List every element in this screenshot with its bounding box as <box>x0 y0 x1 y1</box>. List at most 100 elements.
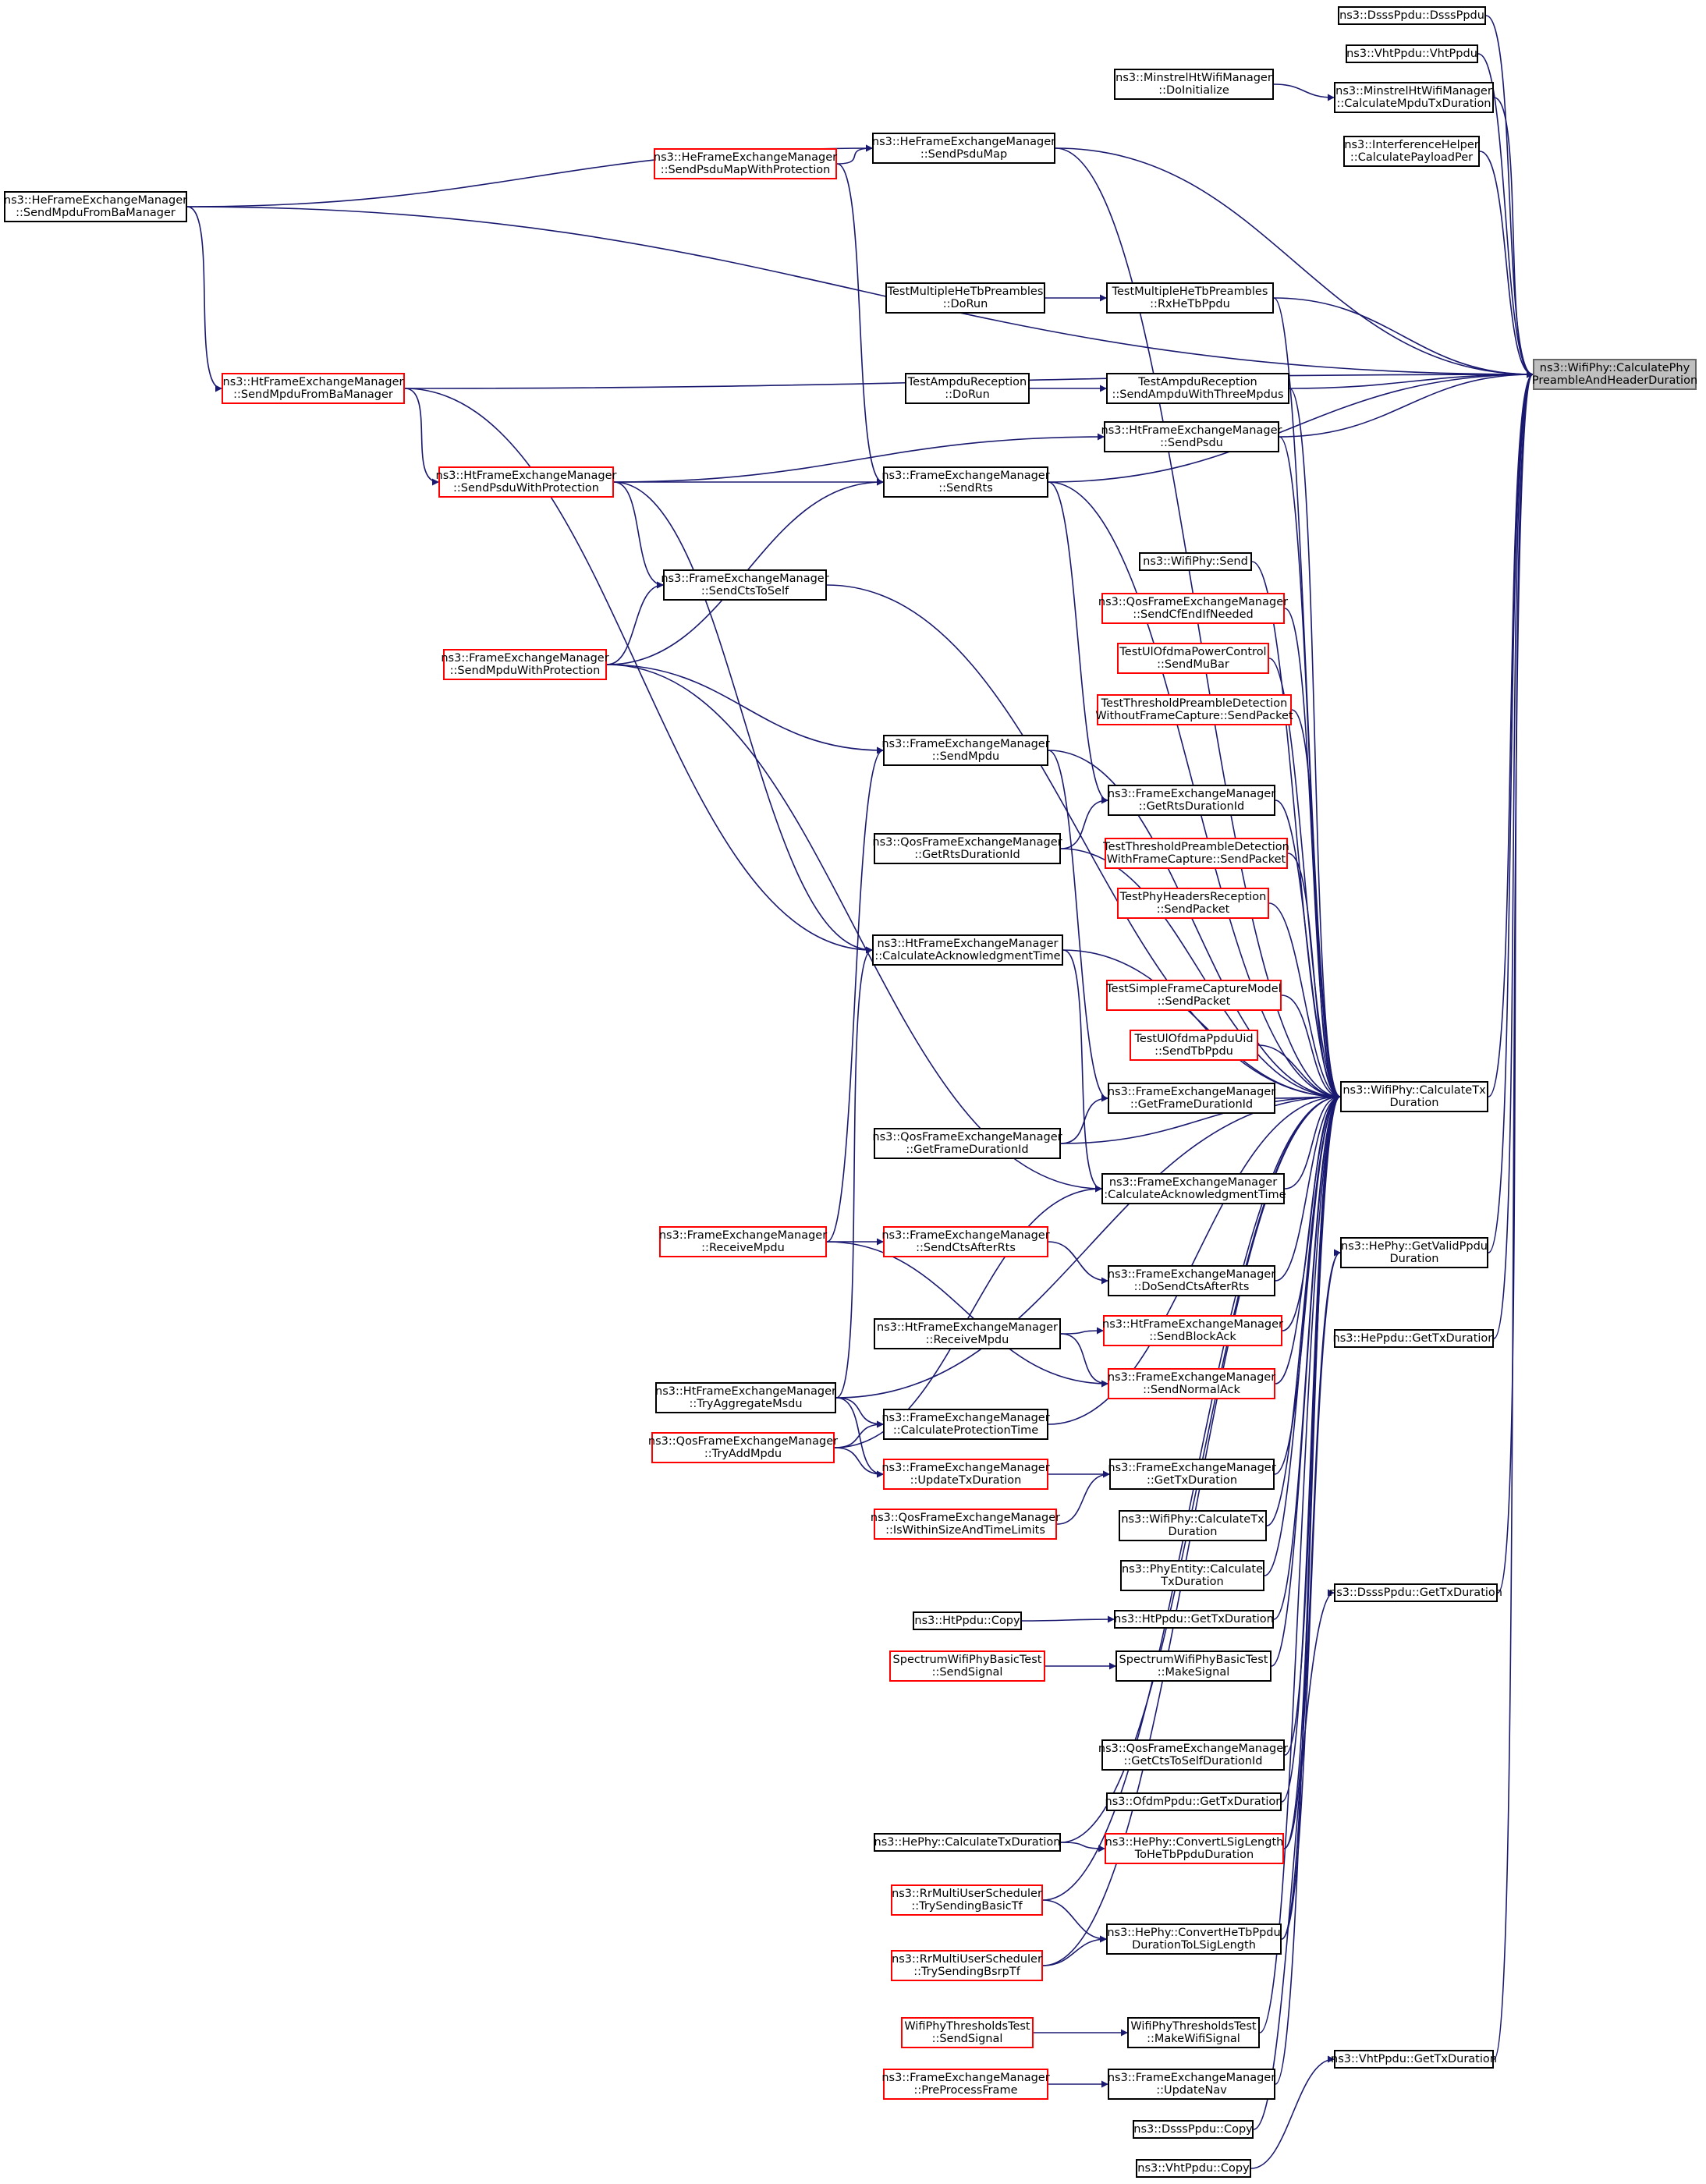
node-he-send-psdu-map-prot[interactable]: ns3::HeFrameExchangeManager::SendPsduMap… <box>654 148 837 179</box>
node-label-line: ns3::FrameExchangeManager <box>881 1462 1050 1474</box>
edge-htppdu-copy-to-htppdu-get-tx <box>1021 1615 1115 1623</box>
node-fem-get-tx[interactable]: ns3::FrameExchangeManager::GetTxDuration <box>1108 1459 1276 1490</box>
node-ht-try-aggr-msdu[interactable]: ns3::HtFrameExchangeManager::TryAggregat… <box>655 1382 836 1413</box>
node-fem-send-cts-self[interactable]: ns3::FrameExchangeManager::SendCtsToSelf <box>661 569 829 601</box>
node-fem-get-frame-dur[interactable]: ns3::FrameExchangeManager::GetFrameDurat… <box>1108 1083 1275 1114</box>
node-fem-preprocess[interactable]: ns3::FrameExchangeManager::PreProcessFra… <box>881 2069 1050 2100</box>
node-rr-basic-tf[interactable]: ns3::RrMultiUserScheduler::TrySendingBas… <box>891 1884 1043 1916</box>
edge-fem-send-mpdu-prot-to-fem-send-cts-self <box>606 581 664 665</box>
node-label-line: ::SendPsduWithProtection <box>452 482 599 495</box>
node-ht-send-psdu-prot[interactable]: ns3::HtFrameExchangeManager::SendPsduWit… <box>436 466 616 498</box>
node-label-line: ::TrySendingBasicTf <box>911 1900 1023 1913</box>
node-label-line: ::SendBlockAck <box>1149 1331 1236 1343</box>
node-dsss-ctor[interactable]: ns3::DsssPpdu::DsssPpdu <box>1338 6 1486 25</box>
edge-qos-try-add-mpdu-to-fem-calc-prot <box>834 1420 884 1448</box>
node-label-line: TestAmpduReception <box>907 376 1027 388</box>
node-qos-send-cfend[interactable]: ns3::QosFrameExchangeManager::SendCfEndI… <box>1098 593 1288 624</box>
node-dsssppdu-get-tx[interactable]: ns3::DsssPpdu::GetTxDuration <box>1329 1583 1502 1602</box>
node-htppdu-get-tx[interactable]: ns3::HtPpdu::GetTxDuration <box>1114 1610 1274 1629</box>
node-qos-get-rts-dur[interactable]: ns3::QosFrameExchangeManager::GetRtsDura… <box>872 833 1062 864</box>
node-fem-send-normal-ack[interactable]: ns3::FrameExchangeManager::SendNormalAck <box>1108 1368 1275 1399</box>
node-test-ul-mubar[interactable]: TestUlOfdmaPowerControl::SendMuBar <box>1117 643 1269 674</box>
node-label-line: ns3::HePhy::ConvertLSigLength <box>1105 1836 1284 1849</box>
node-test-phy-headers[interactable]: TestPhyHeadersReception::SendPacket <box>1117 888 1269 919</box>
node-spectrum-send-signal[interactable]: SpectrumWifiPhyBasicTest::SendSignal <box>889 1650 1045 1682</box>
node-fem-do-send-cts[interactable]: ns3::FrameExchangeManager::DoSendCtsAfte… <box>1108 1265 1275 1296</box>
node-label-line: TestUlOfdmaPowerControl <box>1119 646 1267 658</box>
node-thr-make-signal[interactable]: WifiPhyThresholdsTest::MakeWifiSignal <box>1127 2017 1260 2048</box>
node-label-line: ns3::HePpdu::GetTxDuration <box>1332 1332 1495 1345</box>
node-ofdmppdu-get-tx[interactable]: ns3::OfdmPpdu::GetTxDuration <box>1105 1792 1282 1811</box>
node-ht-receive-mpdu[interactable]: ns3::HtFrameExchangeManager::ReceiveMpdu <box>874 1318 1061 1349</box>
node-ht-send-block-ack[interactable]: ns3::HtFrameExchangeManager::SendBlockAc… <box>1102 1315 1283 1346</box>
node-fem-receive-mpdu[interactable]: ns3::FrameExchangeManager::ReceiveMpdu <box>659 1226 827 1257</box>
node-fem-send-cts-after-rts[interactable]: ns3::FrameExchangeManager::SendCtsAfterR… <box>881 1226 1050 1257</box>
node-qos-within-limits[interactable]: ns3::QosFrameExchangeManager::IsWithinSi… <box>871 1509 1060 1540</box>
node-hephy-calc-tx[interactable]: ns3::HePhy::CalculateTxDuration <box>874 1833 1061 1852</box>
node-vhtppdu-get-tx[interactable]: ns3::VhtPpdu::GetTxDuration <box>1331 2050 1497 2069</box>
node-test-mhetb-rx[interactable]: TestMultipleHeTbPreambles::RxHeTbPpdu <box>1106 282 1274 314</box>
node-he-send-psdu-map[interactable]: ns3::HeFrameExchangeManager::SendPsduMap <box>872 133 1055 164</box>
node-test-ampdu-send[interactable]: TestAmpduReception::SendAmpduWithThreeMp… <box>1106 373 1289 404</box>
node-test-ul-uid[interactable]: TestUlOfdmaPpduUid::SendTbPpdu <box>1130 1030 1258 1061</box>
node-fem-send-mpdu-prot[interactable]: ns3::FrameExchangeManager::SendMpduWithP… <box>441 649 609 680</box>
node-label-line: ::RxHeTbPpdu <box>1150 298 1230 310</box>
node-rr-bsrp-tf[interactable]: ns3::RrMultiUserScheduler::TrySendingBsr… <box>891 1950 1043 1981</box>
node-label-line: TestThresholdPreambleDetection <box>1103 841 1289 853</box>
node-test-mhetb-dorun[interactable]: TestMultipleHeTbPreambles::DoRun <box>885 282 1045 314</box>
node-label-line: ::SendTbPpdu <box>1154 1045 1233 1058</box>
node-label-line: ::SendNormalAck <box>1143 1384 1240 1396</box>
node-fem-calc-ack[interactable]: ns3::FrameExchangeManager::CalculateAckn… <box>1100 1173 1286 1204</box>
node-label-line: TestMultipleHeTbPreambles <box>1112 285 1268 298</box>
node-label-line: ns3::WifiPhy::CalculateTx <box>1342 1084 1486 1097</box>
node-vht-ctor[interactable]: ns3::VhtPpdu::VhtPpdu <box>1346 44 1478 63</box>
node-fem-update-nav[interactable]: ns3::FrameExchangeManager::UpdateNav <box>1108 2069 1275 2100</box>
node-interference[interactable]: ns3::InterferenceHelper::CalculatePayloa… <box>1343 136 1480 167</box>
edge-test-thr-cap-to-calc-tx-dur <box>1287 853 1341 1101</box>
node-qos-try-add-mpdu[interactable]: ns3::QosFrameExchangeManager::TryAddMpdu <box>648 1432 838 1463</box>
edge-rr-basic-tf-to-calc-tx-dur <box>1042 1093 1341 1901</box>
node-fem-get-rts-dur[interactable]: ns3::FrameExchangeManager::GetRtsDuratio… <box>1108 785 1275 816</box>
node-fem-update-tx[interactable]: ns3::FrameExchangeManager::UpdateTxDurat… <box>881 1459 1050 1490</box>
node-heppdu-get-tx[interactable]: ns3::HePpdu::GetTxDuration <box>1332 1329 1495 1348</box>
edge-heppdu-get-tx-to-target <box>1493 370 1534 1339</box>
edge-test-phy-headers-to-calc-tx-dur <box>1268 902 1341 1101</box>
node-test-simple-cap[interactable]: TestSimpleFrameCaptureModel::SendPacket <box>1106 980 1282 1011</box>
edge-ht-try-aggr-msdu-to-fem-calc-prot <box>835 1397 884 1428</box>
node-dsssppdu-copy[interactable]: ns3::DsssPpdu::Copy <box>1133 2120 1254 2139</box>
node-minstrel-calc[interactable]: ns3::MinstrelHtWifiManager::CalculateMpd… <box>1334 82 1494 113</box>
node-minstrel-init[interactable]: ns3::MinstrelHtWifiManager::DoInitialize <box>1114 69 1274 100</box>
node-test-ampdu-dorun[interactable]: TestAmpduReception::DoRun <box>905 373 1030 404</box>
node-vhtppdu-copy[interactable]: ns3::VhtPpdu::Copy <box>1136 2159 1251 2178</box>
node-fem-send-rts[interactable]: ns3::FrameExchangeManager::SendRts <box>881 466 1050 498</box>
node-fem-calc-prot[interactable]: ns3::FrameExchangeManager::CalculateProt… <box>881 1409 1050 1440</box>
node-ht-calc-ack[interactable]: ns3::HtFrameExchangeManager::CalculateAc… <box>872 934 1063 966</box>
node-ht-send-psdu[interactable]: ns3::HtFrameExchangeManager::SendPsdu <box>1101 421 1282 452</box>
edge-minstrel-calc-to-target <box>1493 97 1534 378</box>
node-he-send-mpdu-ba[interactable]: ns3::HeFrameExchangeManager::SendMpduFro… <box>4 191 187 222</box>
node-label-line: WithoutFrameCapture::SendPacket <box>1095 710 1293 722</box>
node-spectrum-make-signal[interactable]: SpectrumWifiPhyBasicTest::MakeSignal <box>1115 1650 1272 1682</box>
node-qos-get-frame-dur[interactable]: ns3::QosFrameExchangeManager::GetFrameDu… <box>872 1128 1062 1159</box>
node-thr-send-signal[interactable]: WifiPhyThresholdsTest::SendSignal <box>901 2017 1034 2048</box>
node-wifiphy-send[interactable]: ns3::WifiPhy::Send <box>1139 552 1252 571</box>
node-label-line: ns3::WifiPhy::CalculateTx <box>1121 1513 1264 1526</box>
edge-minstrel-init-to-minstrel-calc <box>1273 83 1335 101</box>
node-ht-send-mpdu-ba[interactable]: ns3::HtFrameExchangeManager::SendMpduFro… <box>222 373 405 404</box>
node-fem-send-mpdu[interactable]: ns3::FrameExchangeManager::SendMpdu <box>881 735 1050 766</box>
edge-ht-send-psdu-prot-to-ht-calc-ack <box>613 481 873 954</box>
node-qos-get-cts-self[interactable]: ns3::QosFrameExchangeManager::GetCtsToSe… <box>1098 1739 1288 1771</box>
node-label-line: ns3::DsssPpdu::Copy <box>1133 2123 1253 2136</box>
node-label-line: ::GetRtsDurationId <box>914 849 1020 861</box>
node-label-line: ns3::HtFrameExchangeManager <box>222 376 404 388</box>
node-htppdu-copy[interactable]: ns3::HtPpdu::Copy <box>913 1611 1022 1630</box>
